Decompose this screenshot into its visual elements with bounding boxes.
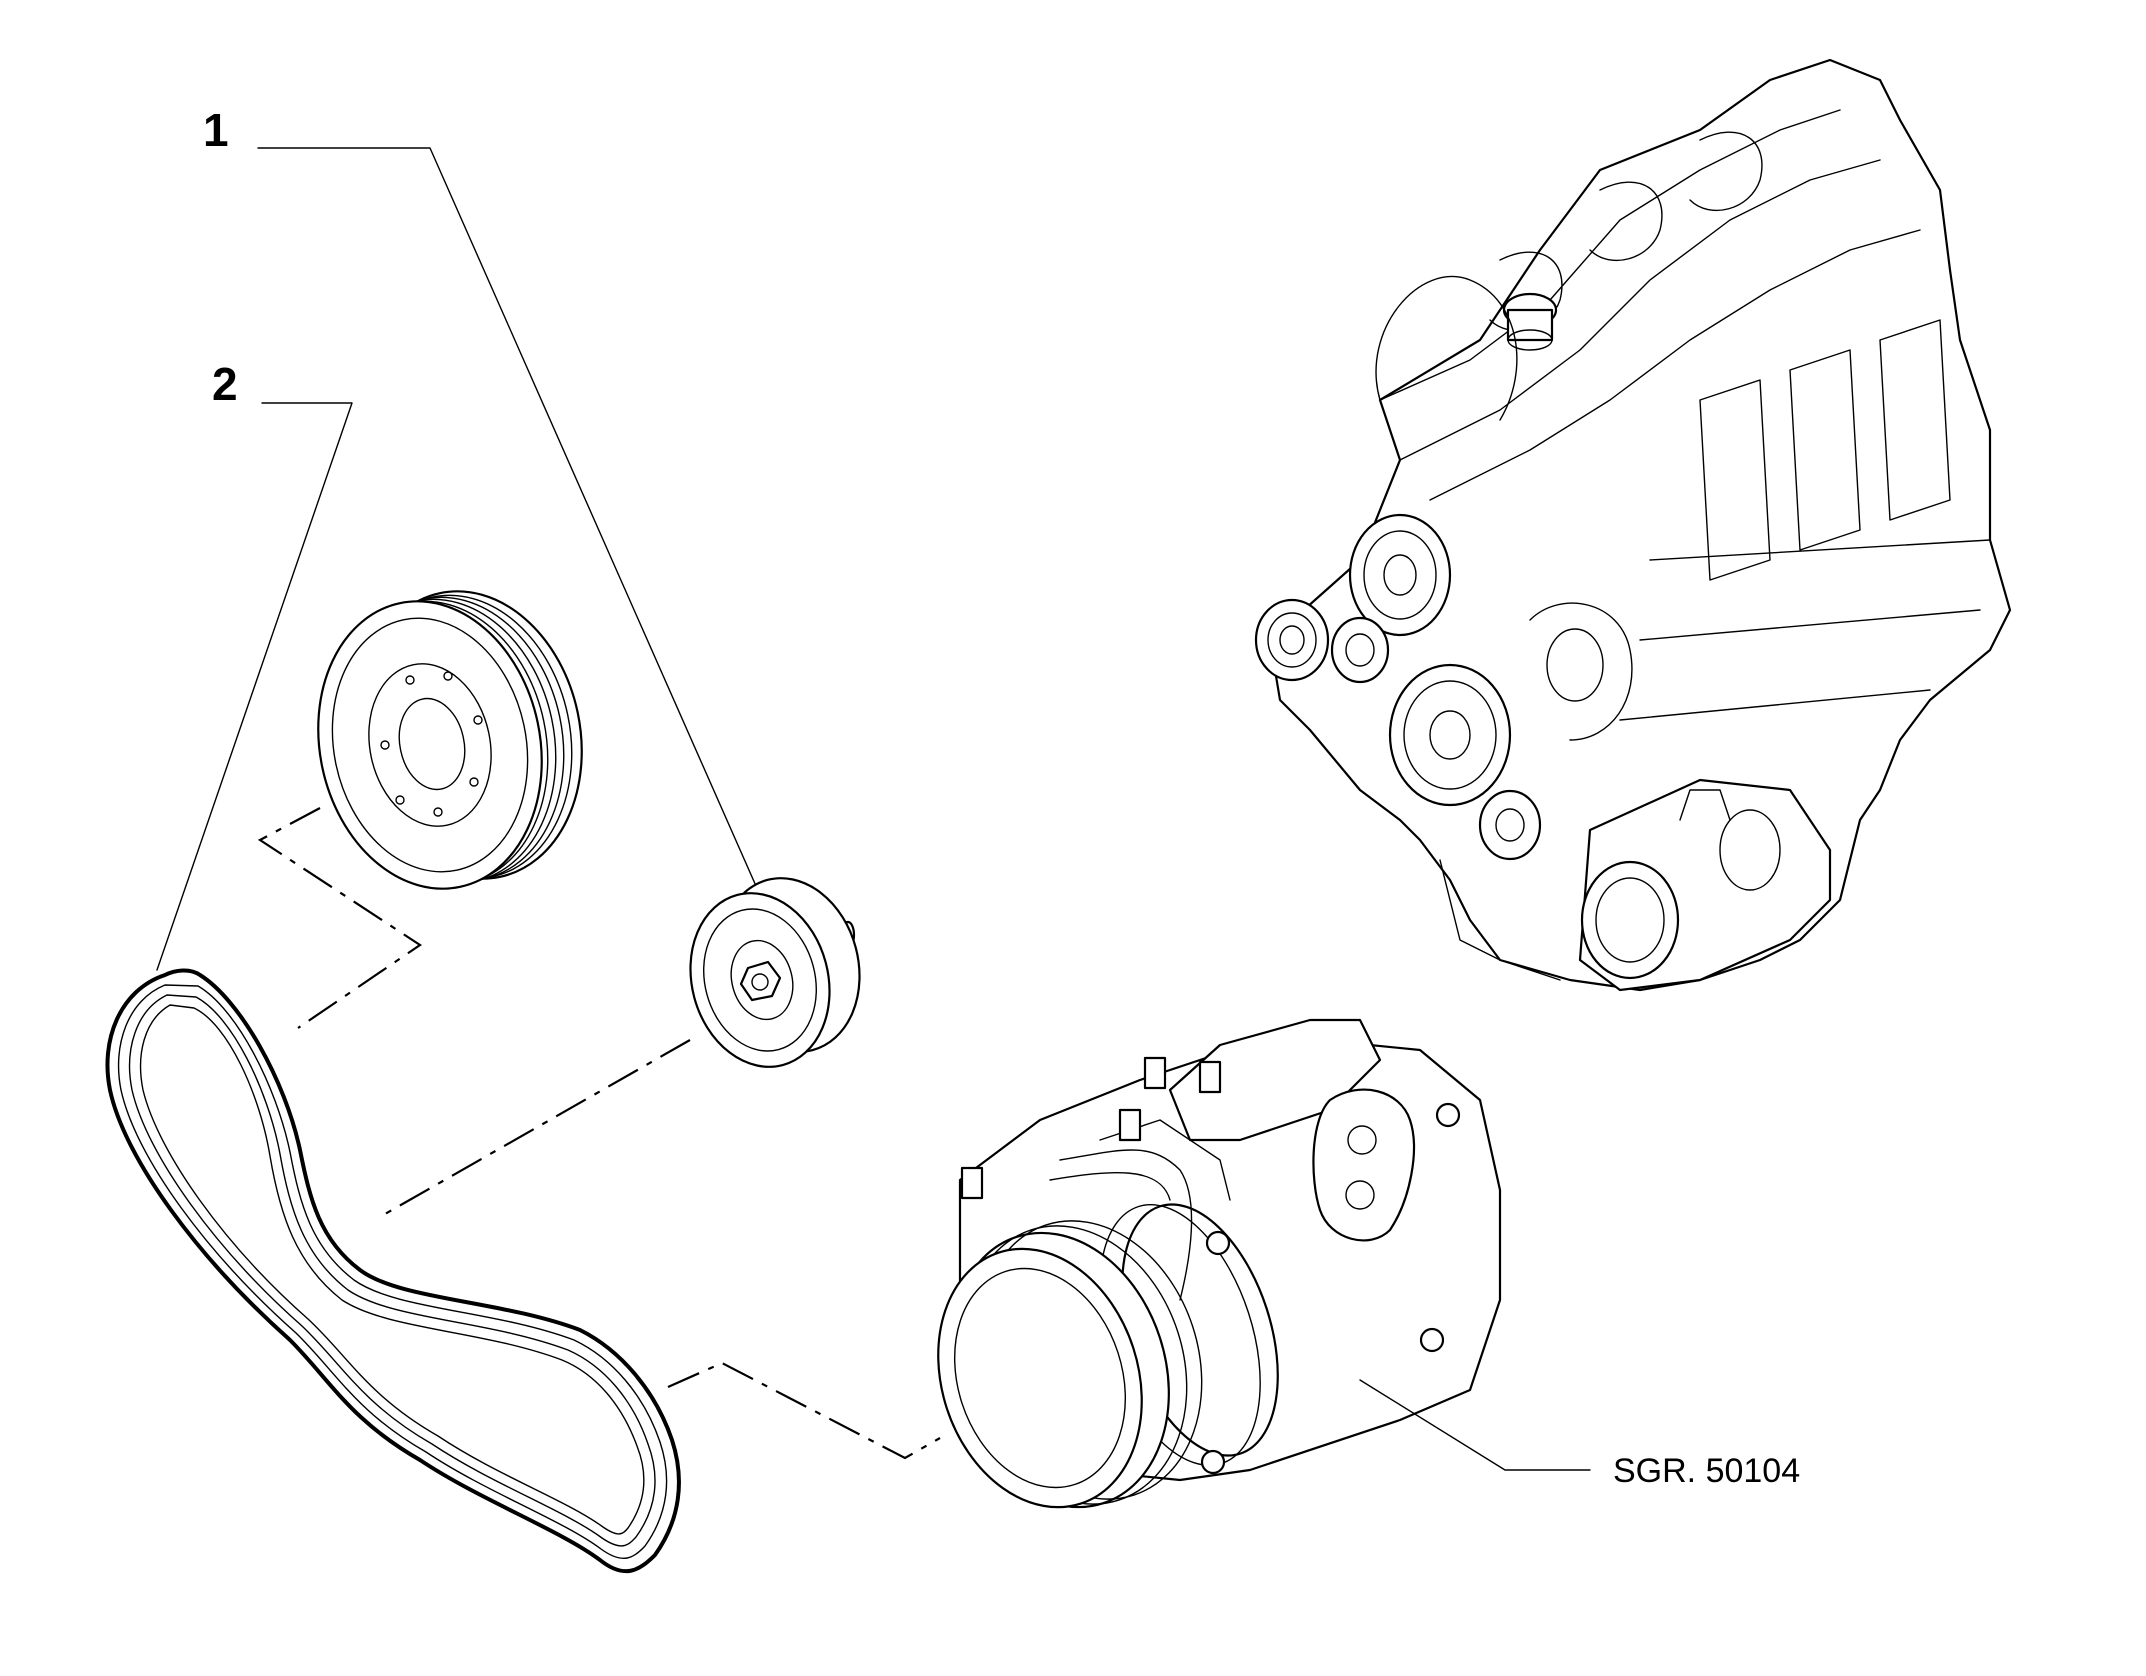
reference-label: SGR. 50104 xyxy=(1613,1452,1800,1490)
callout-1: 1 xyxy=(203,104,761,896)
crankshaft-pulley xyxy=(317,590,583,890)
callout-2-leader xyxy=(156,402,353,971)
callout-2: 2 xyxy=(156,358,353,971)
engine-assembly xyxy=(1254,58,2012,992)
ac-compressor xyxy=(937,1018,1591,1509)
callout-2-number: 2 xyxy=(212,358,238,410)
poly-v-belt xyxy=(105,968,681,1574)
idler-pulley xyxy=(689,877,861,1068)
callout-1-number: 1 xyxy=(203,104,229,156)
reference-leader xyxy=(1359,1379,1591,1471)
alignment-lines xyxy=(257,807,941,1460)
callout-1-leader xyxy=(257,147,761,896)
